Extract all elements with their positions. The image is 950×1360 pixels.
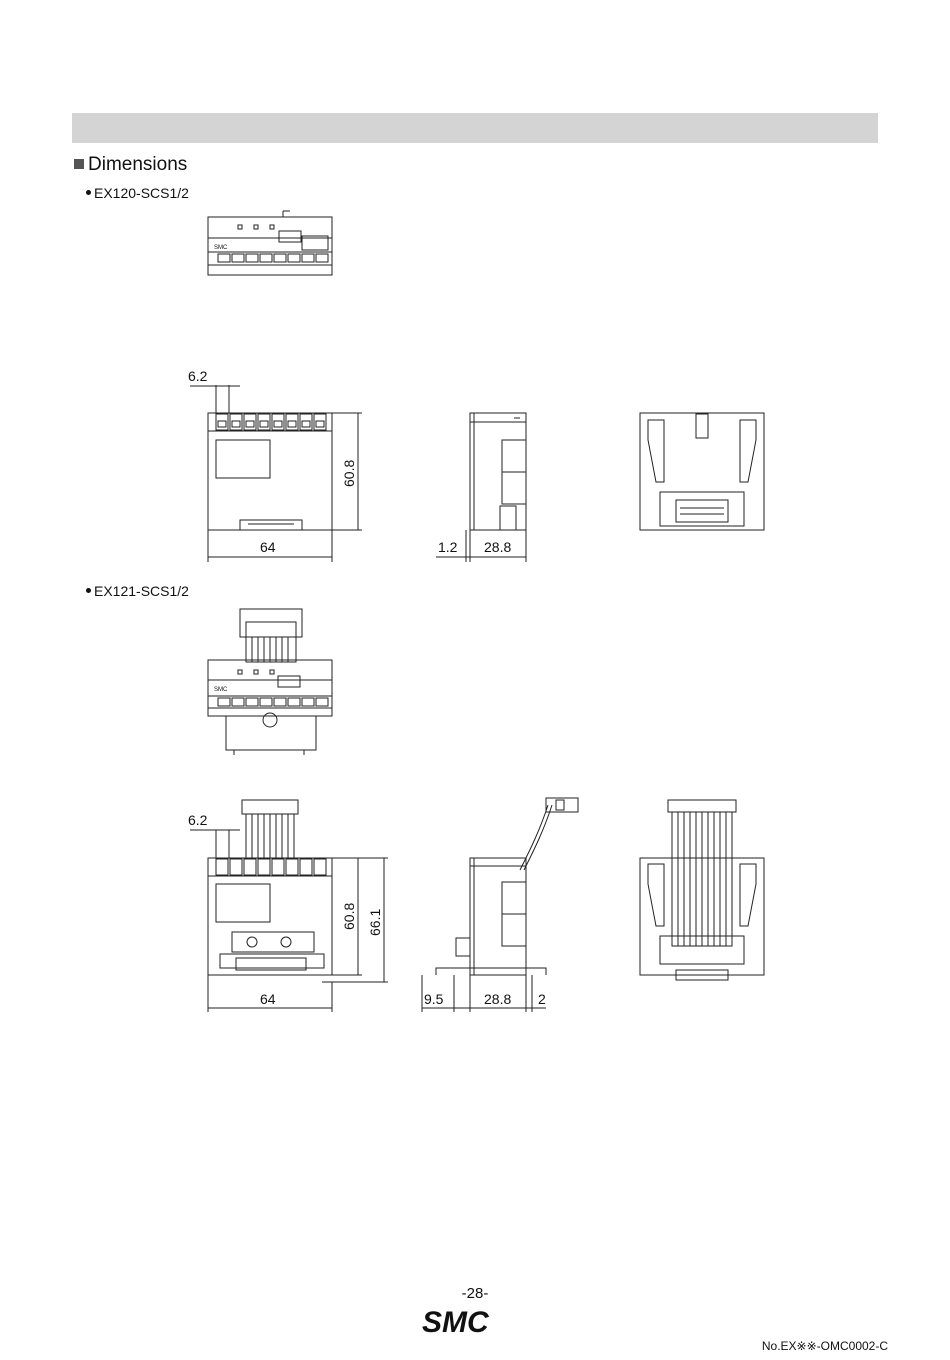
ex121-front-view bbox=[190, 799, 388, 1012]
ex120-side-view bbox=[436, 412, 527, 562]
dim-rail-1: 1.2 bbox=[438, 539, 458, 555]
dim-cable-2: 2 bbox=[538, 991, 546, 1007]
dim-rail-2: 9.5 bbox=[424, 991, 444, 1007]
ex120-rear-view bbox=[639, 412, 765, 531]
dimension-drawings: SMC 6.2 60.8 64 1.2 28.8 bbox=[188, 210, 765, 1012]
dim-width-1: 64 bbox=[260, 539, 276, 555]
dim-pitch-1: 6.2 bbox=[188, 368, 208, 384]
dim-pitch-2: 6.2 bbox=[188, 812, 208, 828]
bullet-icon bbox=[86, 588, 91, 593]
ex120-front-view bbox=[190, 385, 362, 562]
model-label-1: EX120-SCS1/2 bbox=[86, 185, 189, 201]
ex121-rear-view bbox=[639, 799, 765, 981]
page-number: -28- bbox=[461, 1285, 489, 1302]
logo-mark-small: SMC bbox=[214, 245, 228, 251]
dim-width-2: 64 bbox=[260, 991, 276, 1007]
dim-depth-1: 28.8 bbox=[484, 539, 511, 555]
smc-logo-text: SMC bbox=[422, 1306, 490, 1338]
ex120-top-view: SMC bbox=[207, 210, 333, 276]
model-label-2: EX121-SCS1/2 bbox=[86, 583, 189, 599]
square-bullet-icon bbox=[74, 159, 84, 169]
document-number: No.EX※※-OMC0002-C bbox=[761, 1339, 888, 1353]
logo-mark-small-2: SMC bbox=[214, 687, 228, 693]
ex121-side-view bbox=[421, 797, 579, 1012]
section-heading: Dimensions bbox=[74, 154, 187, 176]
smc-logo: SMC bbox=[422, 1306, 490, 1338]
dim-height-1: 60.8 bbox=[341, 460, 357, 487]
dim-height-total-2: 66.1 bbox=[367, 909, 383, 936]
bullet-icon bbox=[86, 190, 91, 195]
model-name-1: EX120-SCS1/2 bbox=[94, 185, 189, 201]
ex121-top-view: SMC bbox=[207, 608, 333, 755]
section-title: Dimensions bbox=[88, 154, 188, 175]
dim-height-2: 60.8 bbox=[341, 903, 357, 930]
model-name-2: EX121-SCS1/2 bbox=[94, 583, 189, 599]
dim-depth-2: 28.8 bbox=[484, 991, 511, 1007]
header-band bbox=[72, 113, 878, 143]
